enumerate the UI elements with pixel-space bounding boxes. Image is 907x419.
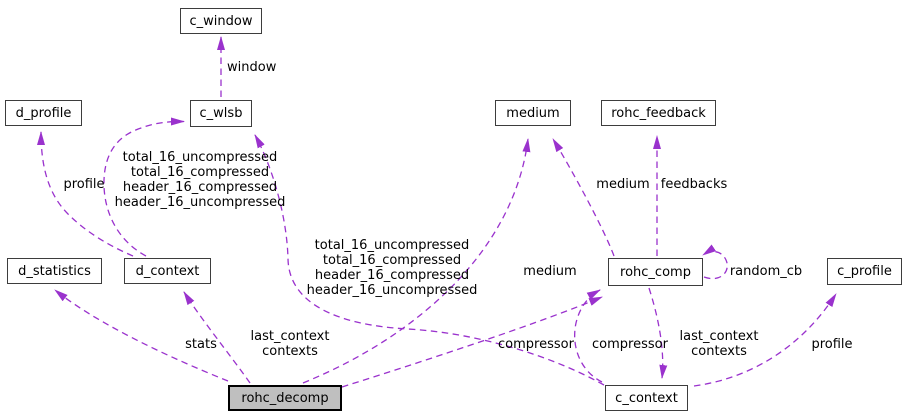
- edge-d-context-to-c-wlsb: [103, 117, 185, 257]
- edge-c-context-to-c-profile: [693, 293, 837, 387]
- edge-rohc-decomp-to-d-statistics: [54, 289, 229, 382]
- edge-label-stats: stats: [185, 337, 217, 352]
- node-c-window-label: c_window: [189, 13, 253, 29]
- node-medium[interactable]: medium: [495, 100, 571, 126]
- edge-label-profile-left: profile: [63, 177, 105, 192]
- node-d-context-label: d_context: [135, 263, 200, 279]
- node-rohc-decomp: rohc_decomp: [228, 385, 342, 411]
- node-medium-label: medium: [506, 105, 560, 121]
- edge-label-wlsb-fields-left: total_16_uncompressed total_16_compresse…: [114, 150, 286, 210]
- edge-label-medium-right: medium: [596, 177, 650, 192]
- node-c-profile[interactable]: c_profile: [827, 258, 902, 285]
- node-rohc-comp[interactable]: rohc_comp: [608, 258, 703, 286]
- edge-label-compressor-right: compressor: [592, 337, 668, 352]
- edge-rohc-comp-self-loop: [702, 244, 728, 280]
- edge-d-context-to-d-profile: [37, 131, 134, 257]
- node-c-profile-label: c_profile: [837, 264, 892, 279]
- node-d-statistics[interactable]: d_statistics: [7, 258, 102, 284]
- edge-label-profile-right: profile: [811, 337, 853, 352]
- node-c-wlsb-label: c_wlsb: [199, 106, 243, 121]
- edge-label-random-cb: random_cb: [729, 264, 803, 279]
- edge-label-wlsb-fields-middle: total_16_uncompressed total_16_compresse…: [306, 238, 478, 298]
- edge-label-last-context-left: last_context contexts: [250, 329, 330, 359]
- node-d-statistics-label: d_statistics: [18, 263, 91, 279]
- node-c-context[interactable]: c_context: [605, 385, 688, 411]
- edge-label-medium-middle: medium: [523, 264, 577, 279]
- edge-label-feedbacks: feedbacks: [660, 177, 728, 192]
- edge-c-context-to-rohc-comp: [574, 289, 603, 383]
- edge-c-context-to-c-wlsb: [254, 134, 605, 386]
- edge-label-compressor-left: compressor: [498, 337, 574, 352]
- node-c-wlsb[interactable]: c_wlsb: [190, 100, 252, 127]
- node-c-context-label: c_context: [615, 390, 678, 406]
- node-c-window[interactable]: c_window: [180, 8, 262, 34]
- edge-rohc-decomp-to-d-context: [183, 291, 251, 384]
- node-d-profile[interactable]: d_profile: [5, 100, 82, 126]
- node-rohc-feedback[interactable]: rohc_feedback: [601, 100, 716, 126]
- edge-rohc-comp-to-medium: [552, 138, 615, 257]
- edge-label-window: window: [227, 60, 277, 75]
- edge-label-last-context-right: last_context contexts: [679, 329, 759, 359]
- node-rohc-comp-label: rohc_comp: [620, 264, 691, 280]
- edge-rohc-comp-to-c-context: [648, 287, 668, 379]
- node-rohc-decomp-label: rohc_decomp: [241, 390, 329, 406]
- node-d-profile-label: d_profile: [15, 105, 72, 121]
- node-rohc-feedback-label: rohc_feedback: [611, 105, 706, 121]
- edge-rohc-decomp-to-rohc-comp: [341, 296, 603, 388]
- node-d-context[interactable]: d_context: [124, 258, 211, 284]
